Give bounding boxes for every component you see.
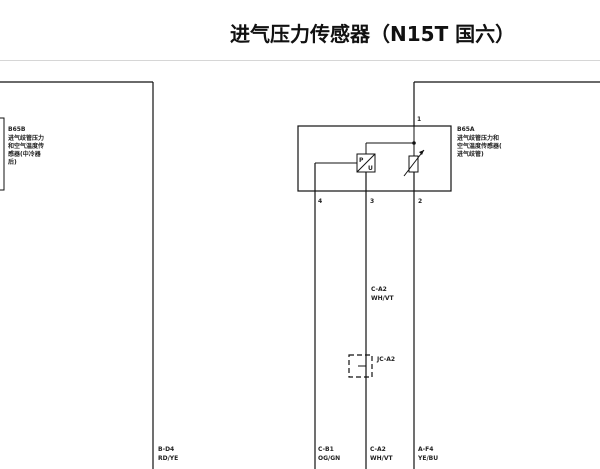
left-component-desc-4: 后): [8, 158, 17, 166]
connector-b-d4-color: RD/YE: [158, 455, 178, 462]
right-component-desc-3: 进气歧管): [457, 150, 484, 158]
pressure-sensor-diagonal: [356, 153, 376, 173]
right-component-desc-1: 进气歧管压力和: [457, 134, 499, 142]
connector-c-b1-color: OG/GN: [318, 455, 340, 462]
connector-a-f4-color: YE/BU: [417, 455, 438, 462]
left-component-code: B65B: [8, 126, 26, 133]
header-divider: [0, 60, 600, 61]
connector-a-f4-code: A-F4: [418, 446, 433, 453]
pressure-sensor-p: P: [359, 157, 364, 164]
temperature-sensor-arrow-line: [403, 149, 425, 177]
pin-4-label: 4: [318, 198, 322, 205]
connector-c-a2-lower-code: C-A2: [370, 446, 386, 453]
pin-1-label: 1: [417, 116, 421, 123]
pin-3-label: 3: [370, 198, 374, 205]
junction-jc-a2-label: JC-A2: [376, 356, 395, 363]
connector-c-a2-lower-color: WH/VT: [370, 455, 393, 462]
left-component-desc-2: 和空气温度传: [7, 142, 44, 150]
left-component-desc-1: 进气歧管压力: [8, 134, 44, 142]
junction-jc-a2-box: [348, 354, 373, 378]
connector-b-d4-code: B-D4: [158, 446, 174, 453]
pin-2-label: 2: [418, 198, 422, 205]
pressure-sensor-u: U: [368, 165, 373, 172]
diagram-title: 进气压力传感器（N15T 国六）: [230, 22, 516, 46]
connector-c-a2-upper-color: WH/VT: [371, 295, 394, 302]
right-component-desc-2: 空气温度传感器(: [457, 142, 502, 150]
right-component-code: B65A: [457, 126, 475, 133]
connector-c-b1-code: C-B1: [318, 446, 334, 453]
temperature-sensor-arrowhead: [419, 150, 424, 155]
connector-c-a2-upper-code: C-A2: [371, 286, 387, 293]
left-component-box: [0, 117, 5, 191]
sensor-box-b65a: [297, 125, 452, 192]
left-component-desc-3: 感器(中冷器: [8, 150, 42, 158]
